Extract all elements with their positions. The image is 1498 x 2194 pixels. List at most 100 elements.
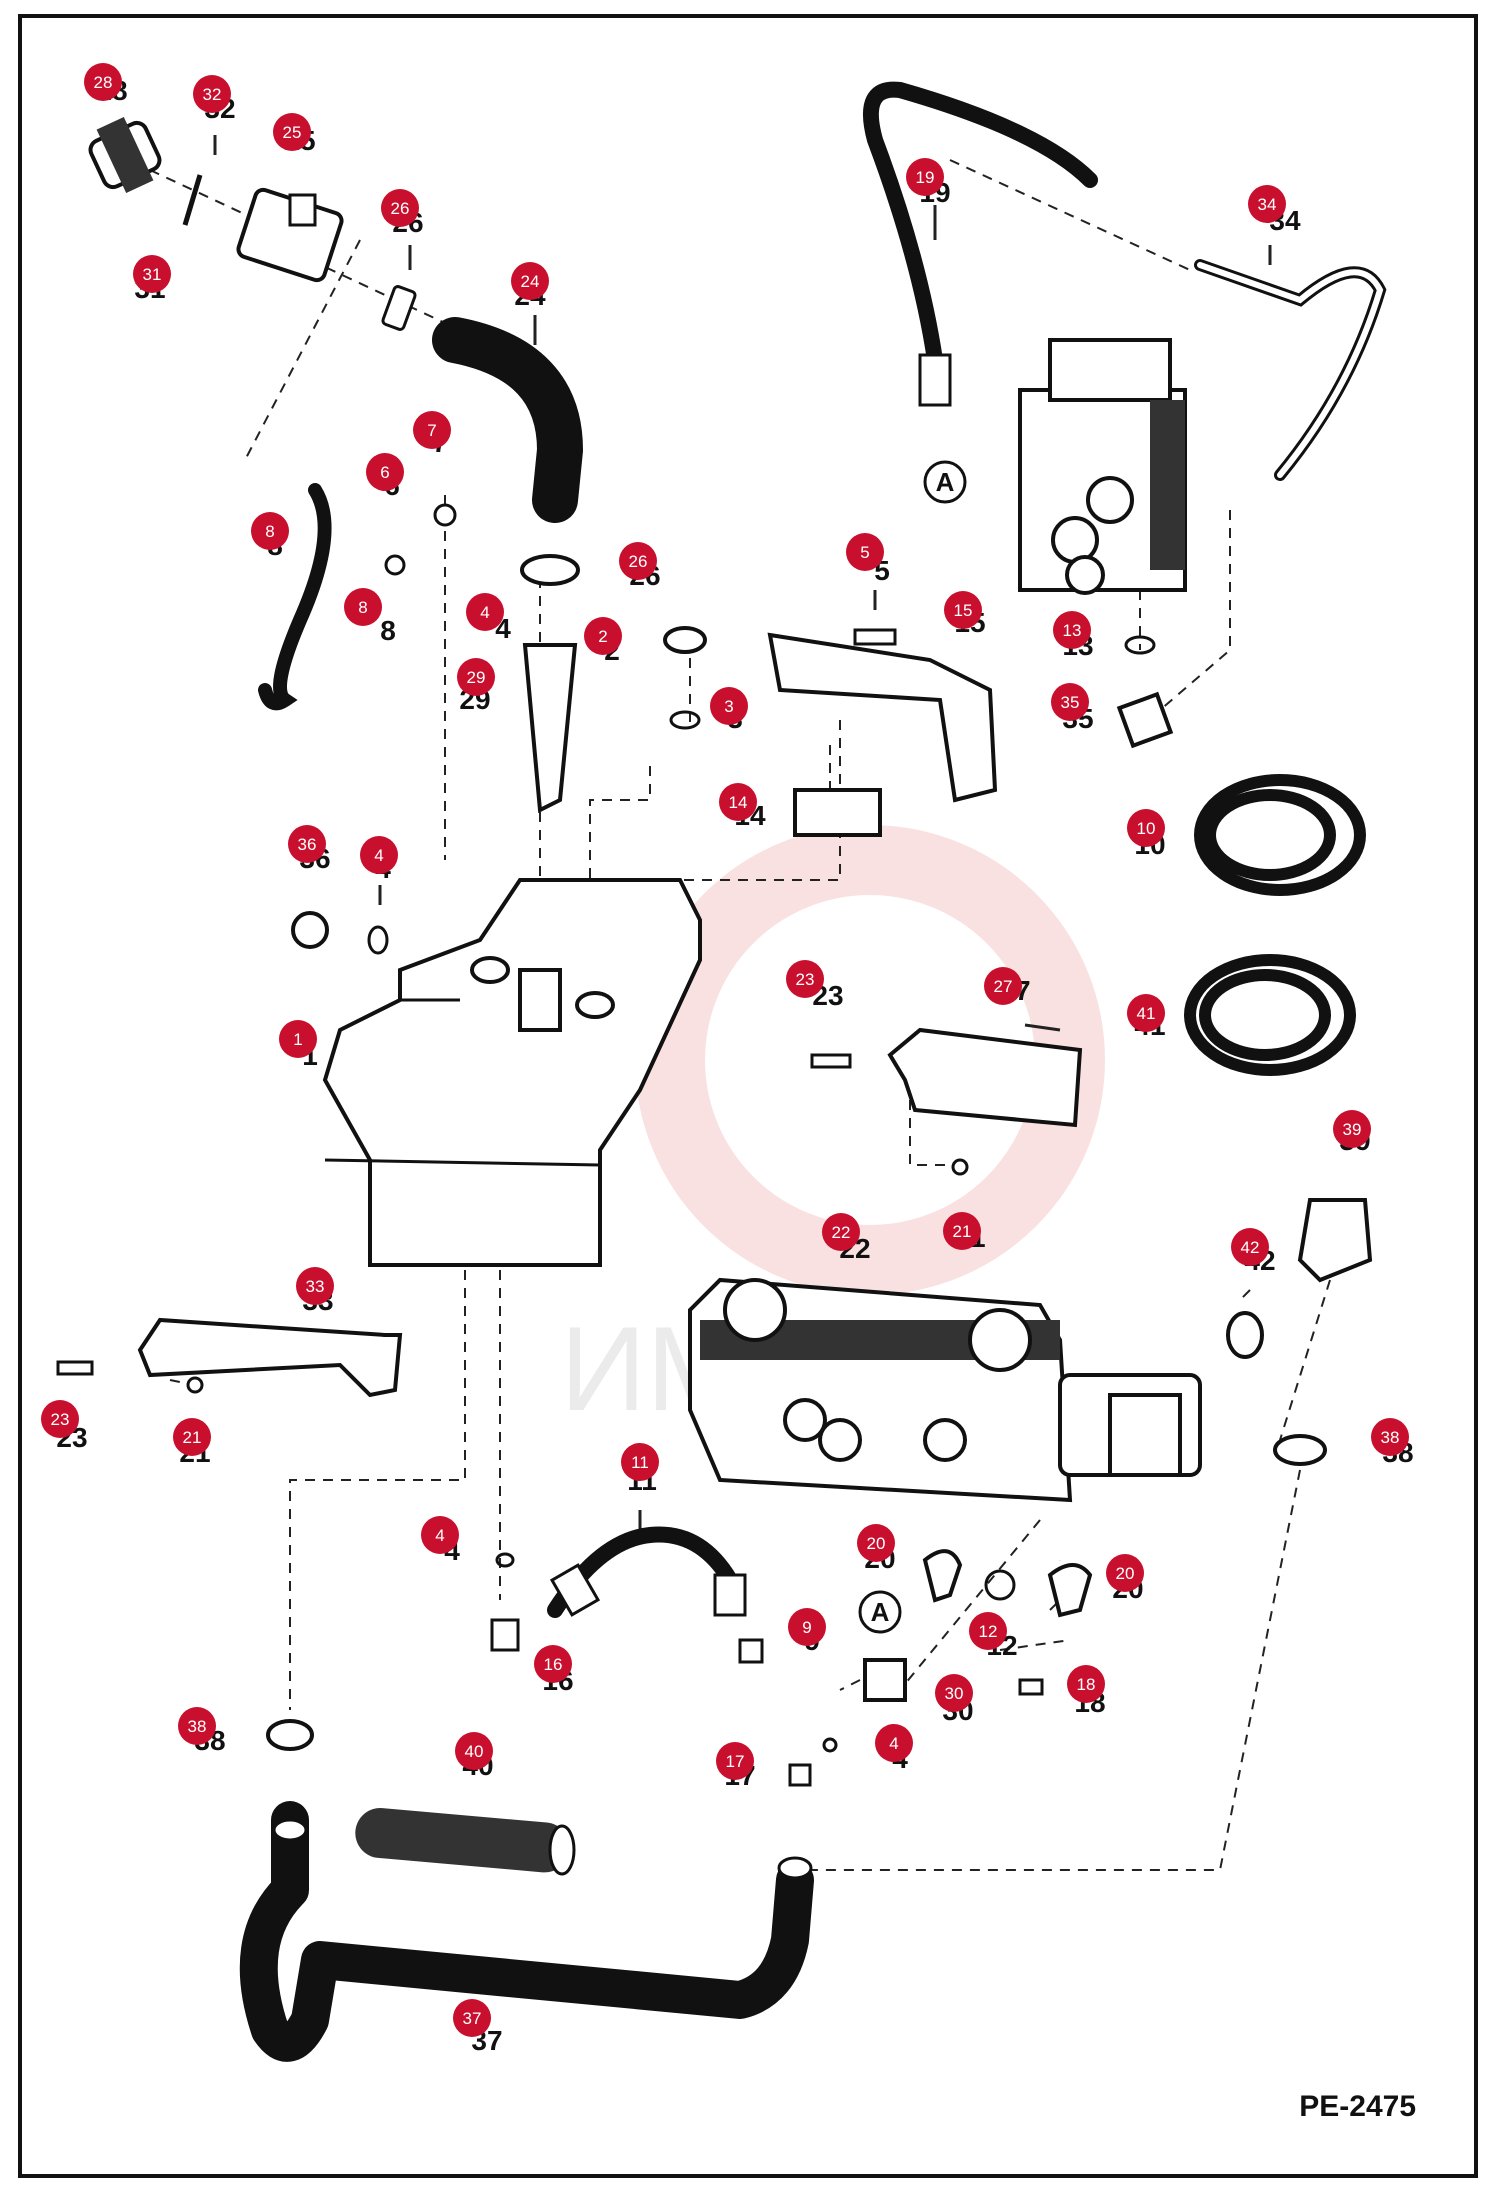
part-callout-2: 22	[584, 617, 622, 666]
elbow-fitting-part	[490, 1618, 520, 1652]
part-callout-13: 1313	[1053, 611, 1094, 661]
part-badge-label: 26	[629, 552, 648, 571]
part-badge	[719, 783, 757, 821]
part-badge-label: 42	[1241, 1238, 1260, 1257]
elbow-fitting-part	[1116, 691, 1174, 749]
part-badge-label: 4	[889, 1734, 898, 1753]
drain-plug-part	[291, 911, 329, 949]
part-badge-label: 13	[1063, 621, 1082, 640]
part-callout-8b: 88	[344, 588, 396, 646]
part-callout-4c: 44	[421, 1516, 460, 1566]
o-ring-part	[822, 1737, 838, 1753]
hose-fitting-part	[713, 1573, 747, 1617]
o-ring-part	[1124, 635, 1156, 655]
part-callout-21a: 2121	[943, 1212, 986, 1253]
part-callout-35: 3535	[1051, 683, 1094, 734]
diagram-code: PE-2475	[1299, 2090, 1416, 2123]
part-badge	[279, 1020, 317, 1058]
part-badge	[1053, 611, 1091, 649]
part-badge-label: 8	[265, 522, 274, 541]
hose-sleeve-part	[355, 1808, 570, 1873]
part-badge	[366, 453, 404, 491]
part-badge-label: 30	[945, 1684, 964, 1703]
bolt-part	[810, 1053, 852, 1069]
suction-hose-part	[239, 1801, 814, 2062]
part-callout-11: 1111	[621, 1443, 659, 1496]
part-badge	[716, 1742, 754, 1780]
breather-hose-part	[258, 483, 332, 711]
part-callout-10: 1010	[1127, 809, 1166, 860]
part-callouts: 2828323225253131262624247766888826264422…	[41, 63, 1414, 2056]
part-badge	[710, 687, 748, 725]
o-ring-part	[669, 710, 701, 730]
part-badge	[534, 1645, 572, 1683]
part-badge	[173, 1418, 211, 1456]
part-badge	[619, 542, 657, 580]
part-badge	[875, 1724, 913, 1762]
pad-part	[793, 788, 882, 837]
coiled-hose-part	[1194, 774, 1366, 896]
part-callout-16: 1616	[534, 1645, 574, 1696]
hose-clamp-part	[1273, 1434, 1327, 1466]
part-callout-26b: 2626	[619, 542, 661, 591]
part-badge	[984, 967, 1022, 1005]
bolt-part	[853, 628, 897, 646]
part-badge-label: 21	[183, 1428, 202, 1447]
nut-part	[186, 1376, 204, 1394]
part-badge	[455, 1732, 493, 1770]
coiled-hose-part	[1184, 954, 1356, 1076]
hose-clamp-part	[520, 554, 580, 586]
part-badge-label: 18	[1077, 1675, 1096, 1694]
nut-part	[951, 1158, 969, 1176]
part-badge-label: 17	[726, 1752, 745, 1771]
part-badge	[466, 593, 504, 631]
circle-ref-marker-a: A	[923, 460, 967, 504]
part-badge-label: 3	[724, 697, 733, 716]
hydrostatic-pump-part	[688, 1277, 1202, 1503]
filler-hose-part	[432, 317, 584, 523]
steel-tube-part	[1197, 262, 1384, 478]
part-badge	[1106, 1554, 1144, 1592]
part-callout-40: 4040	[455, 1732, 494, 1781]
part-badge-label: 41	[1137, 1004, 1156, 1023]
part-badge	[1127, 994, 1165, 1032]
part-badge	[1231, 1228, 1269, 1266]
part-badge-label: 19	[916, 168, 935, 187]
o-ring-part	[1226, 1311, 1264, 1359]
fitting-part	[1297, 1198, 1373, 1283]
part-callout-33: 3333	[296, 1267, 334, 1316]
part-badge	[296, 1267, 334, 1305]
part-badge-label: 12	[979, 1622, 998, 1641]
part-callout-41: 4141	[1127, 994, 1166, 1041]
part-badge	[344, 588, 382, 626]
part-badge	[273, 113, 311, 151]
part-badge	[788, 1608, 826, 1646]
part-callout-4d: 44	[875, 1724, 913, 1774]
circle-ref-label: A	[936, 467, 955, 497]
pressure-hose-part	[862, 81, 1098, 368]
part-callout-42: 4242	[1231, 1228, 1276, 1276]
part-callout-36: 3636	[288, 825, 331, 874]
hose-fitting-part	[918, 353, 952, 407]
part-badge	[584, 617, 622, 655]
part-badge	[178, 1707, 216, 1745]
support-bracket-part	[137, 1317, 403, 1398]
gasket-part	[182, 174, 203, 226]
part-badge-label: 26	[391, 199, 410, 218]
part-badge-label: 32	[203, 85, 222, 104]
hose-sleeve-end	[548, 1824, 576, 1876]
bolt-part	[56, 1360, 94, 1376]
part-callout-9: 99	[788, 1608, 826, 1656]
part-badge-label: 37	[463, 2009, 482, 2028]
part-badge	[511, 262, 549, 300]
part-callout-39: 3939	[1333, 1110, 1371, 1156]
part-badge	[413, 411, 451, 449]
part-badge	[193, 75, 231, 113]
part-badge	[381, 189, 419, 227]
